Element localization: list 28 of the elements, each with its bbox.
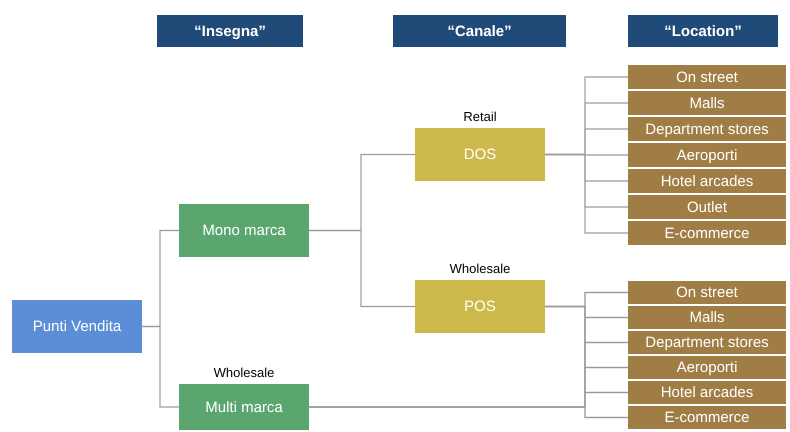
location-box: Department stores xyxy=(628,331,786,354)
node-caption: Wholesale xyxy=(448,261,512,276)
location-box: Malls xyxy=(628,91,786,115)
root-box: Punti Vendita xyxy=(12,300,142,353)
location-box: Hotel arcades xyxy=(628,169,786,193)
channel-box: DOS xyxy=(415,128,545,181)
location-box: Malls xyxy=(628,306,786,329)
node-caption: Retail xyxy=(462,109,498,124)
connector-line xyxy=(545,154,628,234)
location-box: On street xyxy=(628,65,786,89)
column-header: “Insegna” xyxy=(157,15,303,47)
location-box: Hotel arcades xyxy=(628,381,786,404)
category-box: Multi marca xyxy=(179,384,309,430)
location-box: E-commerce xyxy=(628,221,786,245)
location-box: On street xyxy=(628,281,786,304)
category-box: Mono marca xyxy=(179,204,309,257)
column-header: “Canale” xyxy=(393,15,566,47)
node-caption: Wholesale xyxy=(212,365,276,380)
connector-line xyxy=(309,406,628,418)
connector-line xyxy=(142,326,179,408)
channel-box: POS xyxy=(415,280,545,333)
location-box: E-commerce xyxy=(628,406,786,429)
location-box: Aeroporti xyxy=(628,143,786,167)
connector-line xyxy=(309,230,415,308)
location-box: Department stores xyxy=(628,117,786,141)
location-box: Outlet xyxy=(628,195,786,219)
column-header: “Location” xyxy=(628,15,778,47)
location-box: Aeroporti xyxy=(628,356,786,379)
